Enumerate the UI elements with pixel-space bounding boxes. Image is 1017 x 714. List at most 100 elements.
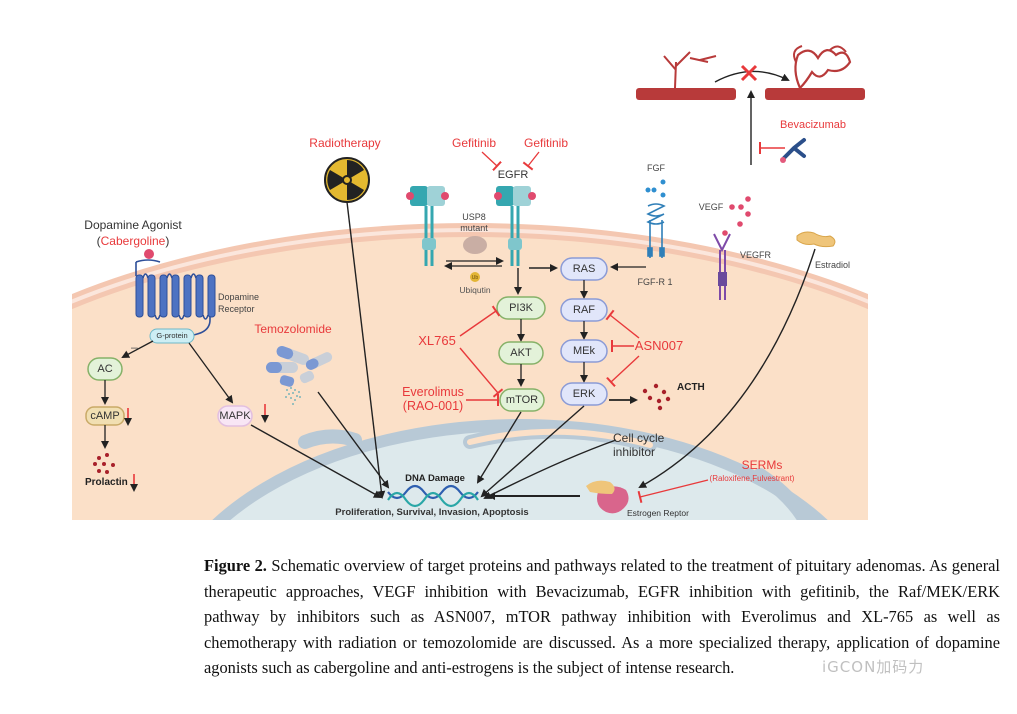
ligand-icon (144, 249, 154, 259)
cell-cycle-label-line2: inhibitor (613, 445, 655, 459)
fgfr1-label: FGF-R 1 (638, 277, 673, 287)
estradiol-label: Estradiol (815, 260, 850, 270)
estrogen-receptor-icon (586, 480, 629, 514)
bevacizumab-label: Bevacizumab (780, 119, 846, 131)
radiation-icon (324, 157, 370, 203)
fgf-label: FGF (647, 163, 665, 173)
gefitinib-inhibition-2 (522, 151, 540, 171)
watermark: iGCON加码力 (822, 658, 925, 676)
egfr-label: EGFR (498, 169, 529, 181)
ubiquitin-icon (470, 272, 480, 282)
temozolomide-label: Temozolomide (254, 322, 332, 336)
gefitinib-label-1: Gefitinib (452, 136, 496, 150)
fgf-receptor (646, 203, 666, 258)
minus-sign: – (131, 340, 138, 354)
svg-text:AKT: AKT (510, 347, 532, 359)
ras-node: RAS (560, 257, 608, 281)
temozolomide-to-dna-arrow (317, 391, 390, 489)
erk-to-dna-arrow (480, 405, 585, 498)
everolimus-label-line1: Everolimus (402, 385, 464, 399)
usp8-protein-icon (463, 236, 487, 254)
dopamine-receptor-label-line2: Receptor (218, 304, 255, 314)
svg-text:cAMP: cAMP (90, 410, 119, 422)
svg-text:AC: AC (97, 363, 112, 375)
vegf-label: VEGF (699, 202, 724, 212)
g-protein-node: G-protein (149, 328, 195, 344)
blood-vessel-left (636, 88, 736, 100)
vegf-ligand-icon (722, 196, 751, 236)
usp8-label-line1: USP8 (462, 212, 486, 222)
ac-node: AC (87, 357, 123, 381)
capsules-icon (266, 346, 333, 387)
serms-label: SERMs (742, 458, 783, 472)
svg-text:MAPK: MAPK (219, 410, 251, 422)
estradiol-icon (796, 231, 836, 248)
prolactin-label: Prolactin (85, 477, 128, 488)
angiogenesis-panel (636, 45, 865, 165)
powder-icon (285, 387, 301, 405)
usp8-label-line2: mutant (460, 223, 488, 233)
svg-text:RAF: RAF (573, 304, 595, 316)
pi3k-node: PI3K (496, 296, 546, 320)
radiotherapy-label: Radiotherapy (309, 136, 380, 150)
asn007-label: ASN007 (635, 338, 683, 353)
svg-text:PI3K: PI3K (509, 302, 534, 314)
xl765-pi3k-inhibition (459, 305, 501, 337)
serms-inhibition (637, 479, 709, 504)
erk-node: ERK (560, 382, 608, 406)
raf-node: RAF (560, 298, 608, 322)
nuclear-envelope (212, 419, 828, 520)
svg-text:MEk: MEk (573, 345, 596, 357)
acth-label: ACTH (677, 382, 705, 393)
gprotein-to-mapk-arrow (188, 342, 234, 404)
gefitinib-inhibition-1 (481, 151, 502, 172)
caption-text: Schematic overview of target proteins an… (204, 556, 1000, 677)
mapk-to-dna-arrow (250, 424, 382, 498)
dopamine-agonist-label: Dopamine Agonist (84, 218, 182, 232)
estrogen-receptor-label: Estrogen Reptor (627, 508, 689, 518)
egfr-receptor-left (406, 186, 449, 266)
figure-caption: Figure 2. Schematic overview of target p… (204, 553, 1000, 681)
prolactin-molecules-icon (93, 453, 115, 474)
svg-text:G-protein: G-protein (156, 331, 187, 340)
svg-text:ERK: ERK (573, 388, 596, 400)
pathway-figure: Radiotherapy Gefitinib Gefitinib EGFR US… (72, 45, 868, 520)
xl765-label: XL765 (418, 333, 456, 348)
dna-helix-icon (387, 484, 479, 508)
xl765-mtor-inhibition (459, 347, 504, 398)
estradiol-to-receptor-arrow (638, 248, 816, 488)
ub-label: Ub (472, 275, 479, 281)
acth-molecules-icon (642, 383, 671, 411)
cell-cycle-to-dna-arrow (483, 439, 617, 499)
serms-examples-label: (Raloxifene,Fulvestrant) (710, 474, 795, 483)
svg-text:RAS: RAS (573, 263, 596, 275)
radiotherapy-arrow (346, 201, 386, 499)
mapk-node: MAPK (217, 405, 253, 427)
dopamine-receptor-icon (135, 259, 216, 337)
camp-node: cAMP (85, 406, 125, 426)
outcomes-label: Proliferation, Survival, Invasion, Apopt… (335, 507, 528, 518)
vegf-receptor (713, 233, 731, 300)
mtor-to-dna-arrow (476, 411, 522, 484)
cabergoline-label: Cabergoline (101, 234, 166, 248)
vegfr-label: VEGFR (740, 250, 772, 260)
akt-node: AKT (498, 341, 544, 365)
asn007-raf-inhibition (605, 309, 640, 339)
mtor-node: mTOR (499, 388, 545, 412)
everolimus-label-line2: (RAO-001) (403, 399, 463, 413)
antibody-icon (780, 138, 806, 163)
asn007-erk-inhibition (606, 355, 640, 388)
ubiquitin-label: Ubiqutin (459, 285, 490, 295)
dna-damage-label: DNA Damage (405, 473, 465, 484)
blocked-x-icon (740, 64, 758, 82)
figure-number: Figure 2. (204, 556, 267, 575)
cell-cycle-label-line1: Cell cycle (613, 431, 665, 445)
gprotein-to-ac-arrow (121, 340, 154, 358)
gefitinib-label-2: Gefitinib (524, 136, 568, 150)
dopamine-receptor-label-line1: Dopamine (218, 292, 259, 302)
blood-vessel-right (765, 88, 865, 100)
cabergoline-group: (Cabergoline) (97, 234, 170, 248)
mek-node: MEk (560, 339, 608, 363)
egfr-receptor-right (494, 186, 536, 266)
svg-text:mTOR: mTOR (506, 394, 538, 406)
